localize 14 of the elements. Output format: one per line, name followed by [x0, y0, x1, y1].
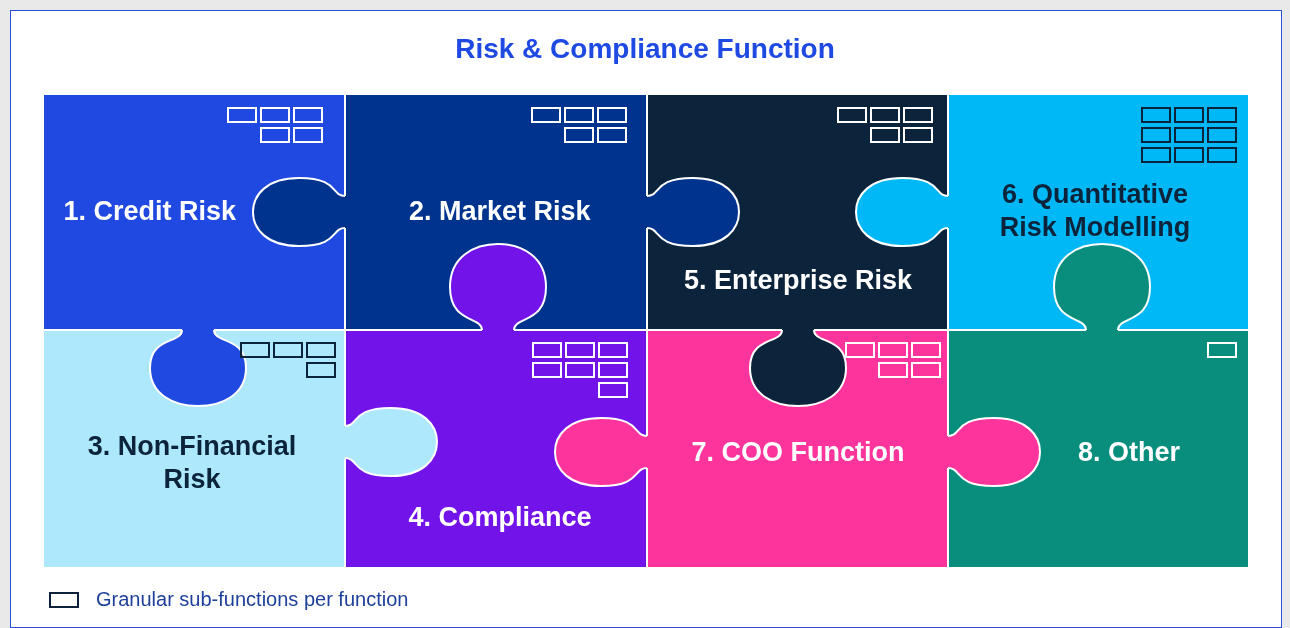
puzzle-piece: [647, 330, 948, 567]
function-label: 2. Market Risk: [409, 194, 591, 228]
function-label: 5. Enterprise Risk: [684, 263, 913, 297]
legend-text: Granular sub-functions per function: [96, 588, 409, 611]
puzzle-piece: [44, 95, 345, 330]
function-label: 7. COO Function: [691, 435, 905, 469]
puzzle-piece: [44, 330, 345, 567]
function-label: 8. Other: [1078, 435, 1181, 469]
function-label: 1. Credit Risk: [63, 194, 237, 228]
function-label: 3. Non-Financial Risk: [86, 430, 298, 496]
diagram-title: Risk & Compliance Function: [454, 33, 836, 65]
function-label: 6. Quantitative Risk Modelling: [998, 178, 1192, 244]
function-label: 4. Compliance: [408, 500, 592, 534]
puzzle-piece: [948, 330, 1248, 567]
